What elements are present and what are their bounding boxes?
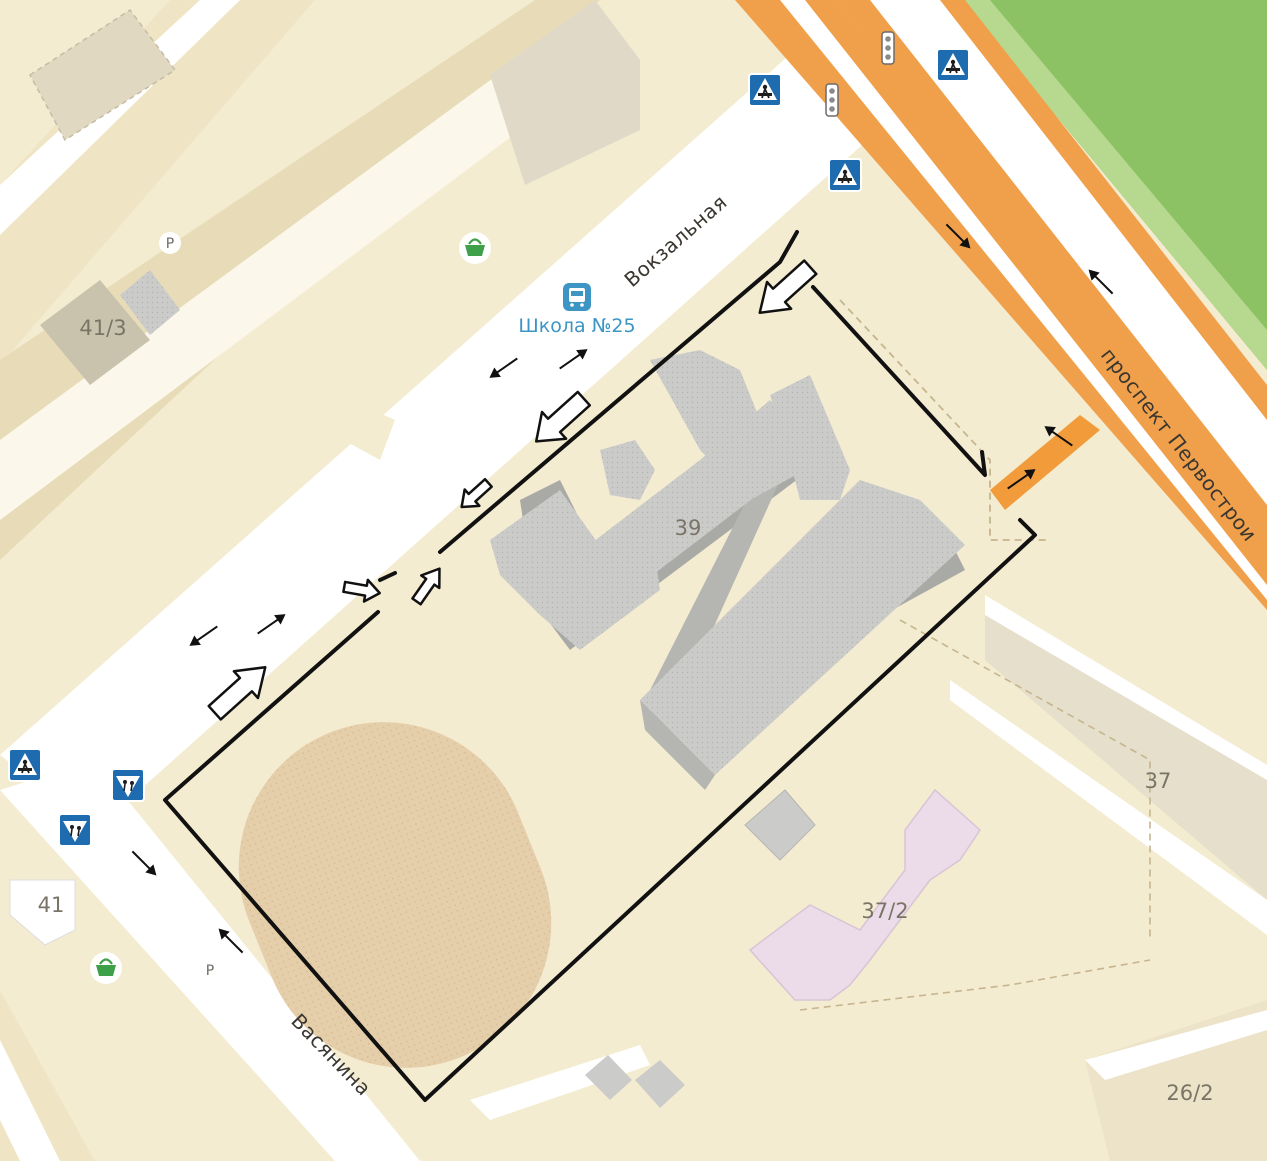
building-dashed-outline [29,8,177,142]
stadium-track [238,722,552,1068]
building-41 [9,879,76,946]
building-number: 37/2 [861,899,908,923]
building-37 [985,595,1267,900]
pedestrian-crossing-icon[interactable] [748,73,782,107]
bus-stop-label: Школа №25 [518,315,635,337]
parking-icon[interactable]: P [159,232,181,254]
building-number: 41/3 [79,316,126,340]
prospekt-road [735,0,1267,610]
school-building-39 [490,350,965,790]
vokzalnaya-street [0,50,890,830]
svg-text:P: P [166,236,174,252]
small-building-1 [744,789,816,861]
building-number: 39 [675,516,702,540]
svg-text:P: P [206,963,214,979]
parking-icon[interactable]: P [199,959,221,981]
crosswalk-patch [990,415,1100,510]
small-building-2 [585,1055,632,1100]
pedestrian-crossing-icon[interactable] [936,48,970,82]
block-upper-left [0,0,315,365]
traffic-direction-arrows [131,223,1114,954]
building-top-center [490,0,640,185]
pedestrian-crossing-icon[interactable] [828,158,862,192]
building-number: 26/2 [1166,1081,1213,1105]
traffic-light-icon[interactable] [825,83,839,117]
shopping-basket-icon[interactable] [457,230,493,266]
children-crossing-icon[interactable] [111,768,145,802]
bus-stop[interactable]: Школа №25 [518,283,636,337]
small-building-3 [635,1060,685,1108]
children-crossing-icon[interactable] [58,813,92,847]
pedestrian-crossing-icon[interactable] [8,748,42,782]
route-direction-arrows [207,259,818,721]
building-41-3 [40,270,180,385]
building-number: 37 [1145,769,1172,793]
traffic-light-icon[interactable] [881,31,895,65]
building-number: 41 [38,893,65,917]
route-paths [163,230,1037,1102]
shopping-basket-icon[interactable] [88,950,124,986]
building-37-2 [748,788,981,1001]
